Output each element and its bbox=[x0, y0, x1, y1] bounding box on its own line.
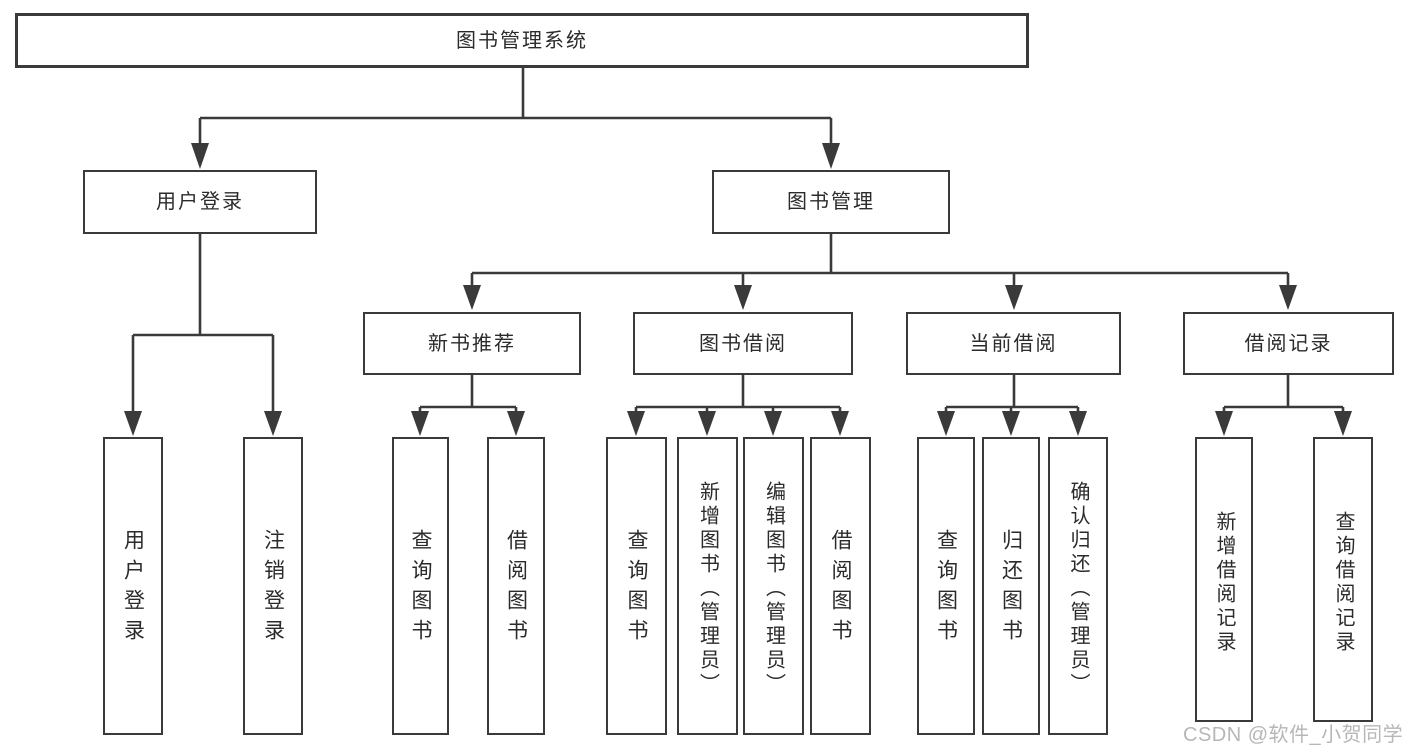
edge-user-login-to-children bbox=[131, 234, 275, 412]
leaf-borrow-books-borrowing: 借阅图书 bbox=[810, 437, 871, 735]
edge-current-borrow-to-children bbox=[944, 375, 1080, 412]
leaf-add-books-admin: 新增图书（管理员） bbox=[677, 437, 738, 735]
node-book-management: 图书管理 bbox=[712, 170, 950, 234]
edge-book-borrow-to-children bbox=[634, 375, 842, 412]
leaf-query-books-recommend: 查询图书 bbox=[392, 437, 449, 735]
node-root-system: 图书管理系统 bbox=[15, 13, 1029, 68]
edge-root-to-level2 bbox=[198, 68, 833, 146]
csdn-watermark: CSDN @软件_小贺同学 bbox=[1183, 724, 1404, 746]
edge-borrow-record-to-children bbox=[1222, 375, 1345, 412]
node-user-login-group: 用户登录 bbox=[83, 170, 317, 234]
leaf-query-borrow-record: 查询借阅记录 bbox=[1313, 437, 1373, 722]
leaf-borrow-books-recommend: 借阅图书 bbox=[487, 437, 545, 735]
leaf-query-books-current: 查询图书 bbox=[917, 437, 975, 735]
node-new-book-recommend: 新书推荐 bbox=[363, 312, 581, 375]
node-current-borrowing: 当前借阅 bbox=[906, 312, 1121, 375]
edge-book-mgmt-to-modules bbox=[470, 234, 1290, 286]
leaf-edit-books-admin: 编辑图书（管理员） bbox=[743, 437, 804, 735]
leaf-query-books-borrowing: 查询图书 bbox=[606, 437, 667, 735]
leaf-confirm-return-admin: 确认归还（管理员） bbox=[1048, 437, 1108, 735]
leaf-logout: 注销登录 bbox=[243, 437, 303, 735]
node-borrowing-records: 借阅记录 bbox=[1183, 312, 1394, 375]
leaf-return-books: 归还图书 bbox=[982, 437, 1040, 735]
node-book-borrowing: 图书借阅 bbox=[633, 312, 853, 375]
leaf-add-borrow-record: 新增借阅记录 bbox=[1195, 437, 1253, 722]
leaf-user-login: 用户登录 bbox=[103, 437, 163, 735]
edge-new-book-to-children bbox=[418, 375, 518, 412]
